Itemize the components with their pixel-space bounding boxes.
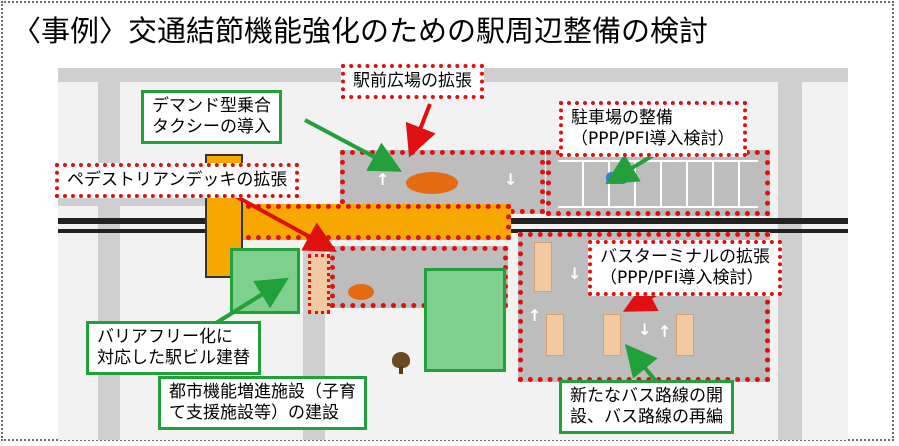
label-text: 対応した駅ビル建替: [97, 348, 250, 368]
bus-arrow-down-icon: ↓: [638, 320, 652, 339]
bus-arrow-down-icon: ↓: [568, 264, 582, 283]
plaza-ellipse-top: [406, 172, 458, 194]
parking-stripes: [558, 160, 758, 208]
label-text: 駐車場の整備: [571, 108, 673, 128]
road-vertical-right: [778, 68, 802, 440]
bus-arrow-up-icon: ↑: [658, 322, 672, 341]
bus-bay-3: [603, 314, 621, 356]
label-text: バリアフリー化に: [97, 327, 233, 347]
urban-facility-site: [424, 268, 506, 372]
arrow-deck: [227, 190, 338, 252]
label-bus-route: 新たなバス路線の開 設、バス路線の再編: [559, 380, 734, 434]
label-text: タクシーの導入: [152, 117, 271, 137]
label-text: 駅前広場の拡張: [353, 71, 472, 91]
label-text: デマンド型乗合: [152, 96, 271, 116]
label-demand-taxi: デマンド型乗合 タクシーの導入: [141, 90, 282, 144]
label-urban-facility: 都市機能増進施設（子育 て支援施設等）の建設: [158, 376, 367, 430]
label-barrier-free: バリアフリー化に 対応した駅ビル建替: [86, 321, 261, 375]
bus-bay-2: [546, 314, 564, 356]
label-bus-terminal: バスターミナルの拡張 （PPP/PFI導入検討）: [588, 240, 782, 296]
label-pedestrian-deck: ペデストリアンデッキの拡張: [55, 163, 300, 198]
tree-icon: [392, 352, 410, 368]
label-text: （PPP/PFI導入検討）: [571, 129, 735, 149]
label-text: ペデストリアンデッキの拡張: [67, 170, 288, 190]
label-parking: 駐車場の整備 （PPP/PFI導入検討）: [559, 101, 747, 157]
bus-bay-1: [534, 242, 552, 292]
arrow-station-building: [206, 277, 289, 330]
bus-arrow-up-icon: ↑: [528, 306, 542, 325]
bus-bay-4: [676, 314, 694, 356]
arrow-ekimae: [405, 103, 436, 158]
label-text: 都市機能増進施設（子育: [169, 382, 356, 402]
south-plaza-strip: [308, 254, 330, 314]
arrow-down-icon: ↓: [504, 170, 518, 189]
arrow-up-icon: ↑: [376, 170, 390, 189]
label-ekimae-plaza: 駅前広場の拡張: [341, 64, 484, 99]
label-text: 設、バス路線の再編: [570, 407, 723, 427]
plaza-ellipse-bottom: [348, 284, 374, 300]
label-text: バスターミナルの拡張: [600, 247, 770, 267]
label-text: て支援施設等）の建設: [169, 403, 339, 423]
tree-trunk: [399, 366, 403, 374]
arrow-taxi: [304, 118, 403, 172]
figure-title: 〈事例〉交通結節機能強化のための駅周辺整備の検討: [12, 14, 709, 48]
label-text: （PPP/PFI導入検討）: [600, 268, 764, 288]
label-text: 新たなバス路線の開: [570, 386, 723, 406]
